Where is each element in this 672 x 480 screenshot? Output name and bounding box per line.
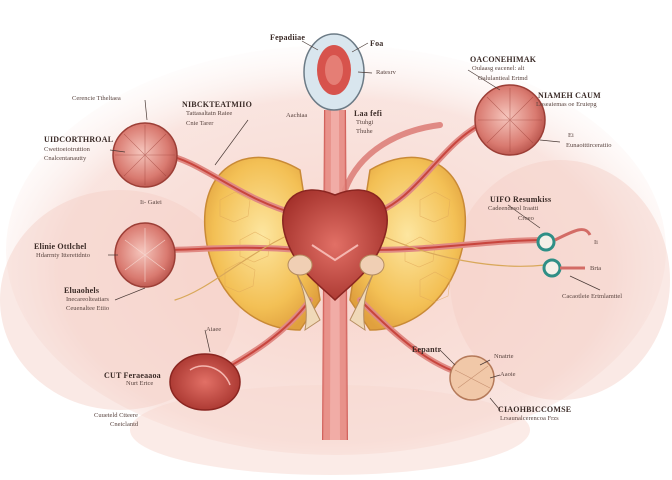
label-right-low: Cacaotleie Ertmlamttel <box>562 293 623 300</box>
label-mid-right-title: UIFO Resumkiss <box>490 195 552 204</box>
label-right-mid-tag: Ii <box>594 239 598 246</box>
label-right-mid-tag2: Brta <box>590 265 602 272</box>
label-top-center-sub: Ratesrv <box>376 69 396 76</box>
leader-lines <box>108 40 601 411</box>
label-bottom-right-sub: Lrsaunalcerencoa Frzs <box>500 415 559 422</box>
label-left-low-sub2: Ceuenaltee Etiio <box>66 305 110 312</box>
label-mid-top-left-sub2: Cnie Tarer <box>186 120 214 127</box>
label-left-low-title: Eluaohels <box>64 286 100 295</box>
label-mid-right-sub2: Croeo <box>518 215 534 222</box>
label-left-title: UIDCORTHROAL <box>44 135 114 144</box>
label-left-bottom-sub2: Cuueteld Ctteere <box>94 412 138 419</box>
disc-organ-mid-left <box>114 222 176 288</box>
top-oval-organ <box>303 33 365 111</box>
label-left-sub1: Cwettoeiotruttion <box>44 146 90 153</box>
label-mid-top-left-sub1: Tattasaltatn Raiee <box>186 110 233 117</box>
label-center-right-title: Laa fefi <box>354 109 383 118</box>
label-right-sub1: Loseaiemas oe Eruiepg <box>536 101 597 108</box>
label-top-left-title: Cerencie Ttheltaea <box>72 95 121 102</box>
lower-right-organ <box>449 355 495 401</box>
label-left-mid-sub: Hdarrnty Itterettdnto <box>36 252 90 259</box>
label-top-right-title: OACONEHIMAK <box>470 55 537 64</box>
label-left-sub2: Cnalcentanautty <box>44 155 87 162</box>
lower-left-organ <box>169 353 241 411</box>
label-top-right-sub1: Oulaasg eacenel: alt <box>472 65 525 72</box>
label-mid-right-sub1: Cadeendesol Iraatti <box>488 205 539 212</box>
label-top-center-left: Fepadiiae <box>270 33 306 42</box>
label-center-right-sub1: Ttuhgi <box>356 119 374 126</box>
central-organ <box>282 189 388 332</box>
label-bottom-center: Aiaee <box>206 326 222 333</box>
connector-rings <box>536 228 592 278</box>
label-top-right-sub2: Oalulantieal Ertmd <box>478 75 528 82</box>
disc-organ-top-left <box>112 122 178 188</box>
label-left-bottom-sub: Nurt Ertce <box>126 380 154 387</box>
label-bottom-right-b: Nnatrte <box>494 353 514 360</box>
label-bottom-right-a: Eepantr <box>412 345 442 354</box>
label-right-sub2: Eunaoittirceratiio <box>566 142 612 149</box>
label-mid-top-left-title: NIBCKTEATMIIO <box>182 100 253 109</box>
label-bottom-right-title: CIAOHBICCOMSE <box>498 405 572 414</box>
label-center-right-sub2: Thuhe <box>356 128 373 135</box>
label-right-e: Ei <box>568 132 574 139</box>
label-center-left: Aachiaa <box>286 112 308 119</box>
label-top-center-right: Foa <box>370 39 384 48</box>
label-right-title: NIAMEH CAUM <box>538 91 601 100</box>
label-left-mid-title: Elinie Ottlchel <box>34 242 87 251</box>
label-left-bottom-title: CUT Feraeaaoa <box>104 371 161 380</box>
disc-organ-top-right <box>474 84 546 156</box>
label-left-sub3: Ii- Gaiei <box>140 199 162 206</box>
label-left-low-sub1: Inecareolteatiars <box>66 296 109 303</box>
label-left-bottom-sub3: Cneiclantd <box>110 421 139 428</box>
label-bottom-right-c: Aaoie <box>500 371 516 378</box>
vessels <box>157 117 548 378</box>
